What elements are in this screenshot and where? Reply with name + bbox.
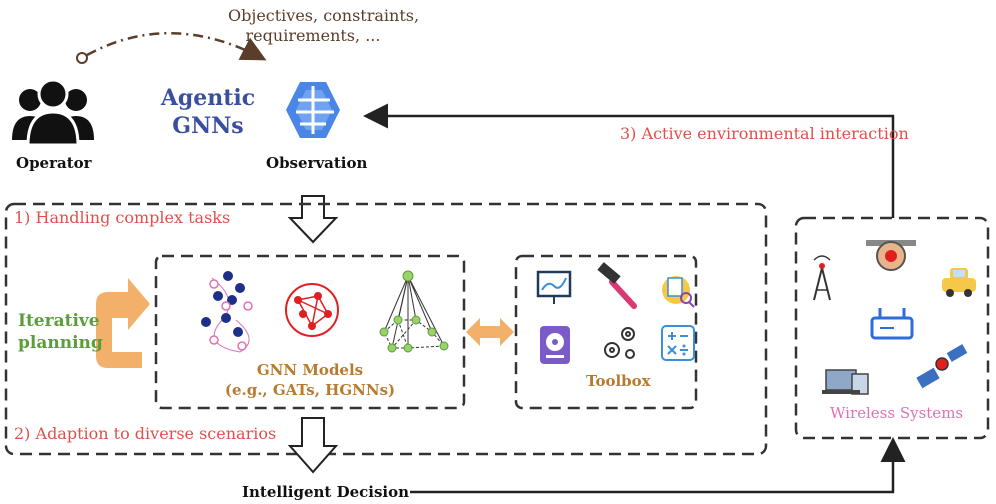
operator-label: Operator <box>16 154 92 172</box>
active-interaction-label: 3) Active environmental interaction <box>620 124 909 143</box>
objectives-arrow <box>76 32 267 64</box>
toolbox-label: Toolbox <box>586 372 651 390</box>
objectives-line-2: requirements, ... <box>245 26 381 45</box>
calculator-icon <box>661 325 695 361</box>
hard-drive-icon <box>540 326 570 364</box>
main-frame <box>4 202 768 456</box>
search-document-icon <box>662 276 695 308</box>
observation-down-arrow <box>287 195 339 244</box>
gnn-graph-3-icon <box>379 270 449 353</box>
decision-to-wireless-arrow <box>410 437 906 494</box>
operator-icon <box>12 78 94 147</box>
toolbox-frame <box>514 254 698 410</box>
router-icon <box>870 308 914 340</box>
gears-icon <box>604 327 635 359</box>
antenna-tower-icon <box>813 255 831 301</box>
wireless-systems-label: Wireless Systems <box>830 404 964 422</box>
intelligent-decision-label: Intelligent Decision <box>242 483 410 501</box>
car-icon <box>942 268 976 297</box>
satellite-icon <box>916 344 968 389</box>
drone-icon <box>866 240 916 271</box>
objectives-text: Objectives, constraints, requirements, .… <box>228 6 420 46</box>
gnn-models-line-2: (e.g., GATs, HGNNs) <box>224 381 396 399</box>
presentation-icon <box>536 270 572 304</box>
adaption-label: 2) Adaption to diverse scenarios <box>14 424 277 443</box>
iterative-planning-arrow <box>96 278 150 368</box>
iterative-line-2: planning <box>18 333 103 353</box>
observation-label: Observation <box>266 154 368 172</box>
handling-complex-tasks-label: 1) Handling complex tasks <box>14 208 231 227</box>
gnn-models-line-1: GNN Models <box>256 361 364 379</box>
gnn-toolbox-double-arrow <box>466 318 514 346</box>
brain-icon <box>286 82 340 138</box>
agentic-title-line-1: Agentic <box>160 85 256 111</box>
wireless-frame <box>794 216 990 440</box>
gnn-models-label: GNN Models (e.g., GATs, HGNNs) <box>220 360 400 400</box>
decision-down-arrow <box>287 417 339 474</box>
agentic-gnns-title: Agentic GNNs <box>160 84 256 140</box>
hammer-icon <box>597 262 637 309</box>
gnn-graph-2-icon <box>285 283 339 337</box>
gnn-graph-1-icon <box>201 271 253 353</box>
devices-icon <box>822 369 869 395</box>
iterative-line-1: Iterative <box>18 311 100 331</box>
agentic-title-line-2: GNNs <box>172 113 244 139</box>
iterative-planning-label: Iterative planning <box>18 310 103 354</box>
objectives-line-1: Objectives, constraints, <box>228 6 420 25</box>
feedback-arrow <box>363 103 895 218</box>
